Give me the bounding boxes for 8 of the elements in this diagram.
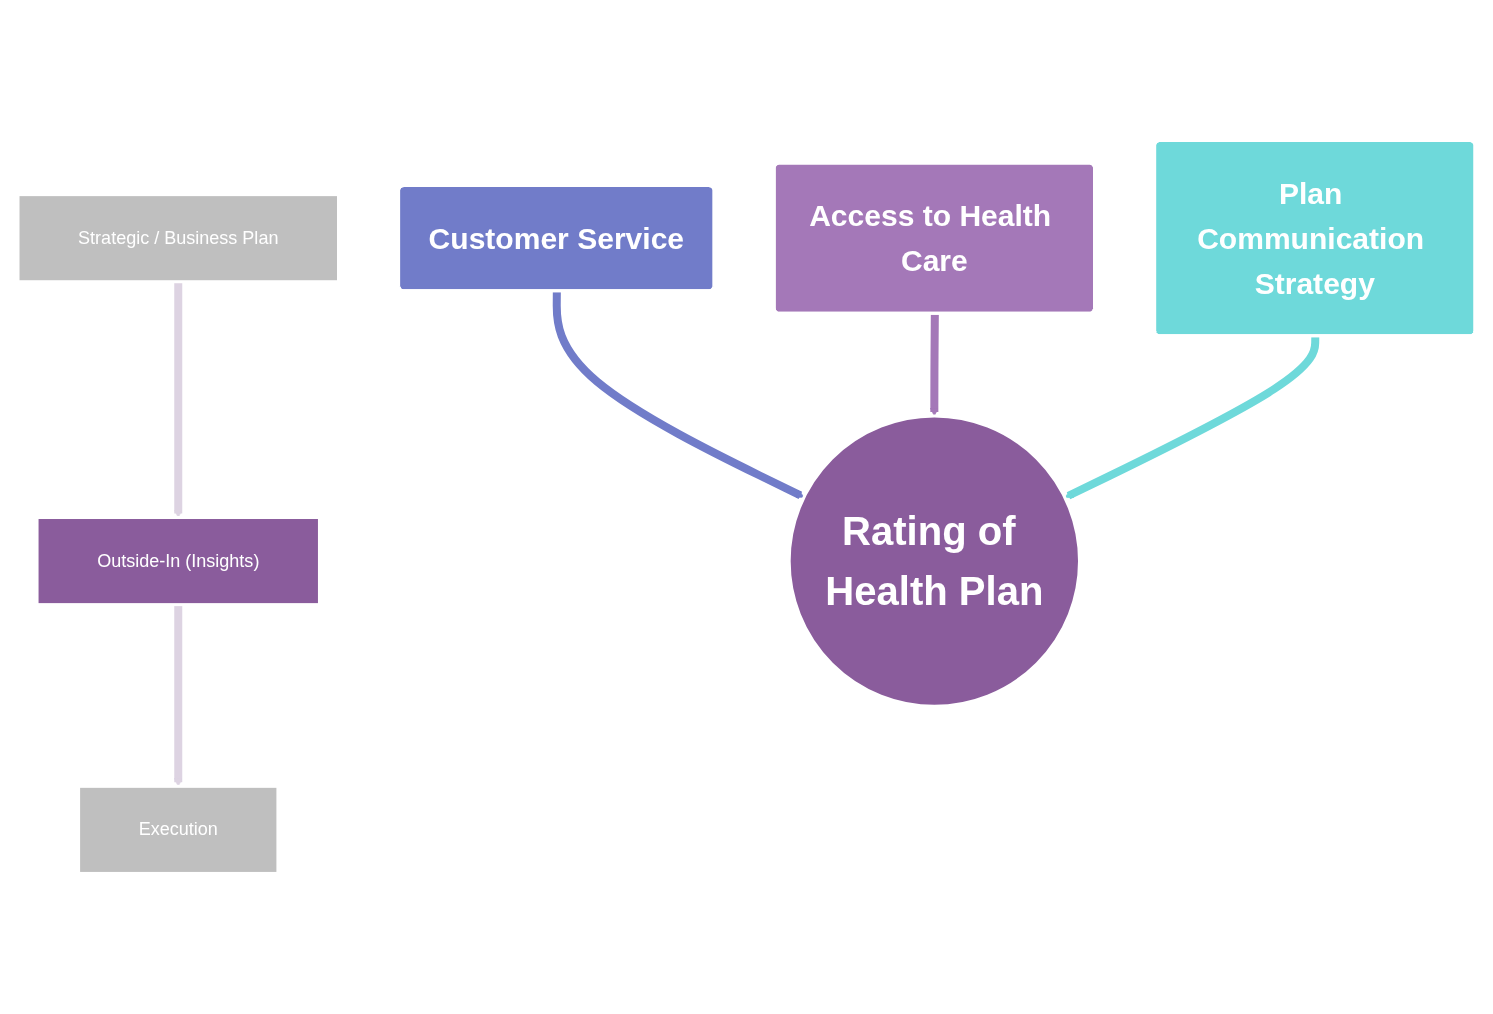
arrow — [552, 291, 805, 500]
node-box: Execution — [77, 784, 280, 875]
node-box: Outside-In (Insights) — [35, 516, 321, 607]
arrow — [929, 313, 939, 417]
arrow — [173, 281, 183, 518]
arrow — [173, 604, 183, 787]
node-box: Strategic / Business Plan — [16, 193, 340, 284]
node-circle: Rating of Health Plan — [787, 414, 1081, 708]
